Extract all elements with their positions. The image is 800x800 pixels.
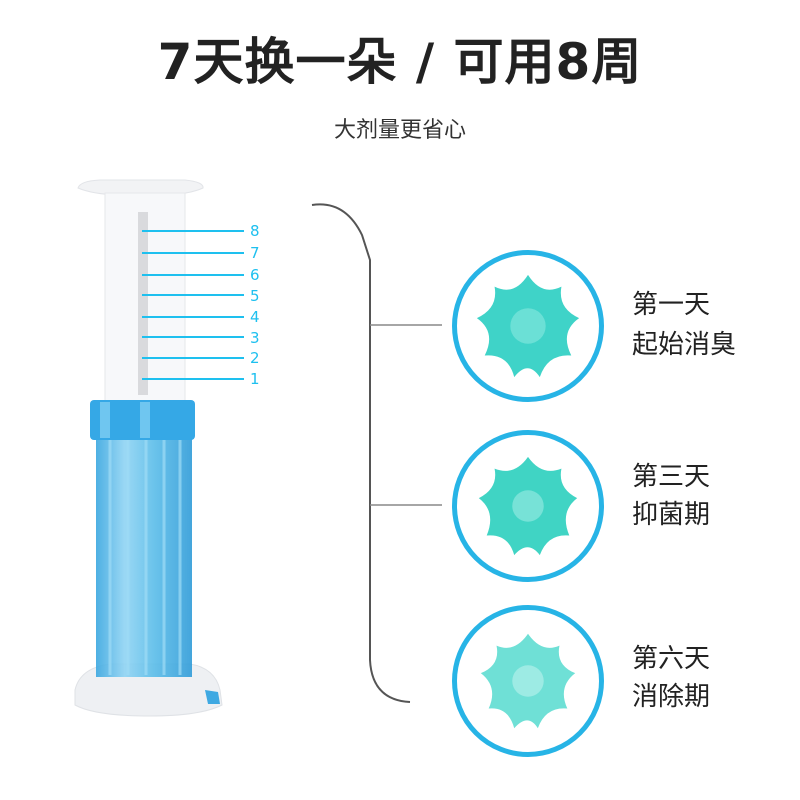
scale-tick <box>142 357 244 359</box>
scale-tick <box>142 294 244 296</box>
gel-stage-3-image <box>452 605 604 757</box>
gel-flower-icon <box>478 456 578 556</box>
scale-tick <box>142 378 244 380</box>
scale-number: 6 <box>250 266 260 284</box>
scale-number: 7 <box>250 244 260 262</box>
stage-1-desc: 起始消臭 <box>632 330 737 360</box>
scale-number: 8 <box>250 222 260 240</box>
scale-tick <box>142 336 244 338</box>
scale-number: 4 <box>250 308 260 326</box>
stage-3-desc: 消除期 <box>632 682 711 712</box>
gel-flower-icon <box>476 274 580 378</box>
stage-2-day: 第三天 <box>632 462 711 492</box>
gel-flower-icon <box>480 633 576 729</box>
scale-number: 5 <box>250 287 260 305</box>
scale-number: 2 <box>250 349 260 367</box>
page-title: 7天换一朵 / 可用8周 <box>157 33 643 91</box>
stage-2-desc: 抑菌期 <box>632 500 711 530</box>
gel-stage-2-image <box>452 430 604 582</box>
scale-tick <box>142 252 244 254</box>
scale-tick <box>142 316 244 318</box>
stage-1-day: 第一天 <box>632 290 711 320</box>
gel-stage-1-image <box>452 250 604 402</box>
scale-number: 3 <box>250 329 260 347</box>
subtitle: 大剂量更省心 <box>333 118 466 143</box>
scale-tick <box>142 274 244 276</box>
stage-3-day: 第六天 <box>632 644 711 674</box>
scale-number: 1 <box>250 370 260 388</box>
scale-tick <box>142 230 244 232</box>
